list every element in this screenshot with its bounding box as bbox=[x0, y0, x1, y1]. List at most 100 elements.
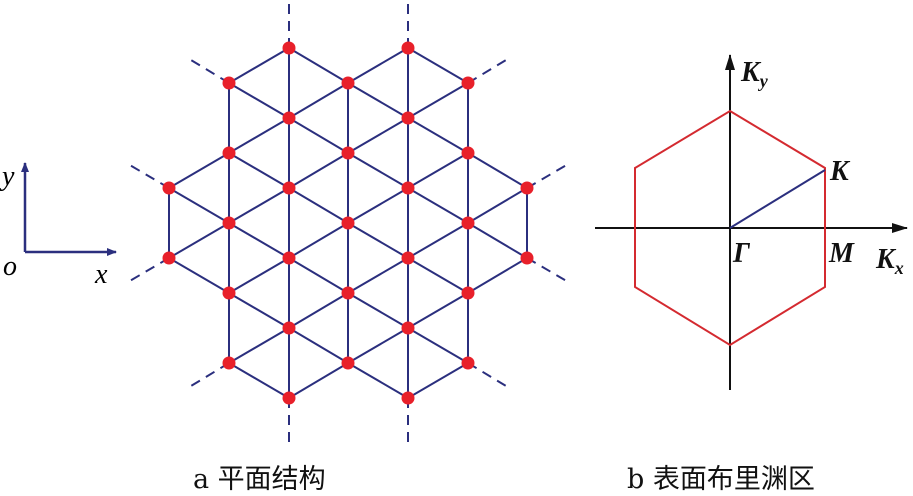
lattice-atom bbox=[282, 181, 296, 195]
lattice-atom bbox=[222, 146, 236, 160]
kx-label: Kx bbox=[875, 244, 904, 278]
lattice-bond bbox=[407, 47, 469, 84]
lattice-bond bbox=[407, 187, 469, 224]
lattice-atom bbox=[222, 76, 236, 90]
lattice-atom bbox=[401, 391, 415, 405]
lattice-bond bbox=[347, 327, 409, 364]
lattice-bond bbox=[168, 257, 230, 294]
lattice-atom bbox=[282, 391, 296, 405]
lattice-atom bbox=[282, 111, 296, 125]
lattice-atom bbox=[520, 251, 534, 265]
xy-axes: y o x bbox=[0, 161, 117, 290]
lattice-bond bbox=[347, 152, 409, 189]
lattice-bond bbox=[347, 82, 409, 119]
lattice-bond bbox=[228, 222, 290, 259]
caption-a: a 平面结构 bbox=[193, 464, 326, 495]
lattice-bond bbox=[288, 187, 349, 224]
lattice-bonds bbox=[168, 47, 528, 399]
lattice-bond bbox=[347, 362, 409, 399]
lattice-bond bbox=[288, 152, 349, 189]
lattice-atom bbox=[341, 76, 355, 90]
m-point-label: M bbox=[828, 238, 855, 269]
lattice-atom bbox=[162, 181, 176, 195]
gamma-point-label: Γ bbox=[732, 238, 751, 269]
lattice-dashed-extensions bbox=[127, 0, 571, 446]
lattice-bond bbox=[347, 257, 409, 294]
lattice-atom bbox=[341, 216, 355, 230]
lattice-bond bbox=[467, 187, 528, 224]
lattice-atom bbox=[461, 356, 475, 370]
lattice-bond bbox=[288, 82, 349, 119]
lattice-atom bbox=[282, 41, 296, 55]
origin-label: o bbox=[3, 251, 17, 282]
lattice-bond bbox=[407, 327, 469, 364]
lattice-bond bbox=[288, 327, 349, 364]
lattice-bond bbox=[168, 187, 230, 224]
gamma-k-line bbox=[729, 169, 826, 229]
lattice-dashed-line bbox=[526, 162, 571, 189]
hexagonal-zone bbox=[634, 109, 826, 347]
lattice-atom bbox=[401, 181, 415, 195]
lattice-bond bbox=[228, 327, 290, 364]
lattice-atom bbox=[520, 181, 534, 195]
lattice-bond bbox=[288, 47, 349, 84]
lattice-bond bbox=[407, 117, 469, 154]
lattice-bond bbox=[228, 82, 290, 119]
lattice-bond bbox=[407, 257, 469, 294]
lattice-bond bbox=[288, 257, 349, 294]
y-axis-label: y bbox=[0, 161, 15, 192]
lattice-atom bbox=[341, 356, 355, 370]
lattice-bond bbox=[347, 292, 409, 329]
lattice-atoms bbox=[162, 41, 534, 405]
lattice-atom bbox=[401, 111, 415, 125]
lattice-dashed-line bbox=[185, 56, 230, 84]
lattice-bond bbox=[228, 292, 290, 329]
lattice-atom bbox=[341, 146, 355, 160]
lattice-atom bbox=[282, 251, 296, 265]
lattice-bond bbox=[228, 47, 290, 84]
lattice-bond bbox=[228, 257, 290, 294]
lattice-atom bbox=[341, 286, 355, 300]
lattice-bond bbox=[347, 47, 409, 84]
lattice-dashed-line bbox=[185, 362, 230, 390]
lattice-dashed-line bbox=[526, 257, 571, 284]
lattice-atom bbox=[461, 286, 475, 300]
lattice-bond bbox=[168, 152, 230, 189]
lattice-bond bbox=[407, 222, 469, 259]
lattice-bond bbox=[288, 222, 349, 259]
lattice-bond bbox=[228, 362, 290, 399]
lattice-bond bbox=[347, 117, 409, 154]
lattice-bond bbox=[407, 362, 469, 399]
lattice-dashed-line bbox=[127, 163, 170, 189]
lattice-bond bbox=[228, 152, 290, 189]
lattice-bond bbox=[288, 292, 349, 329]
lattice-atom bbox=[401, 321, 415, 335]
lattice-bond bbox=[228, 117, 290, 154]
lattice-bond bbox=[407, 82, 469, 119]
lattice-bond bbox=[467, 222, 528, 259]
lattice-bond bbox=[407, 292, 469, 329]
lattice-atom bbox=[461, 216, 475, 230]
lattice-bond bbox=[347, 187, 409, 224]
lattice-dashed-line bbox=[467, 362, 512, 390]
x-axis-label: x bbox=[94, 259, 108, 290]
lattice-dashed-line bbox=[467, 56, 512, 84]
lattice-bond bbox=[467, 152, 528, 189]
lattice-bond bbox=[288, 117, 349, 154]
lattice-atom bbox=[461, 146, 475, 160]
lattice-atom bbox=[222, 216, 236, 230]
lattice-bond bbox=[228, 187, 290, 224]
lattice-atom bbox=[282, 321, 296, 335]
lattice-bond bbox=[467, 257, 528, 294]
brillouin-zone-panel: Ky K Γ M Kx bbox=[595, 54, 908, 390]
lattice-atom bbox=[401, 41, 415, 55]
lattice-atom bbox=[222, 356, 236, 370]
lattice-atom bbox=[162, 251, 176, 265]
k-point-label: K bbox=[829, 156, 851, 187]
lattice-dashed-line bbox=[127, 257, 170, 283]
ky-label: Ky bbox=[740, 57, 769, 91]
lattice-bond bbox=[407, 152, 469, 189]
lattice-atom bbox=[222, 286, 236, 300]
